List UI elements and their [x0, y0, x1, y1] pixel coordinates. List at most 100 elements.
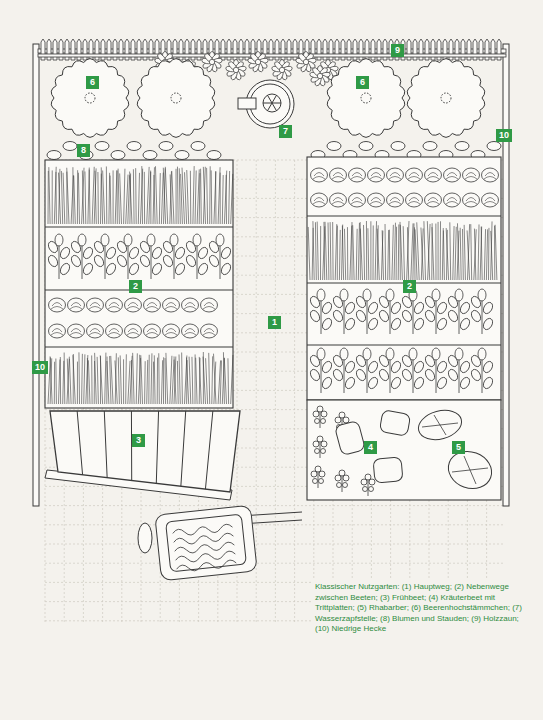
berry-bush — [137, 59, 215, 138]
herb-bed — [315, 449, 320, 454]
vegetables — [97, 172, 98, 224]
vegetables — [459, 376, 472, 390]
beds — [307, 344, 501, 345]
vegetables — [77, 170, 78, 224]
flowers — [279, 67, 284, 72]
vegetables — [317, 222, 318, 280]
herb-bed — [335, 417, 341, 423]
vegetables — [398, 224, 400, 280]
vegetables — [161, 360, 162, 404]
vegetables — [107, 361, 109, 404]
wheelbarrow — [155, 505, 257, 581]
vegetables — [118, 357, 119, 404]
vegetables — [89, 333, 101, 336]
vegetables — [330, 222, 332, 280]
vegetables — [482, 301, 495, 315]
herb-bed — [464, 456, 470, 470]
vegetables — [146, 333, 158, 336]
vegetables — [484, 177, 496, 180]
herb-bed — [315, 419, 320, 424]
vegetables — [73, 355, 75, 404]
vegetables — [332, 368, 345, 382]
water-tap — [238, 98, 256, 109]
vegetables — [415, 229, 417, 280]
perennials-row — [191, 142, 205, 151]
vegetables — [201, 298, 218, 312]
vegetables — [48, 171, 49, 224]
vegetables — [222, 175, 224, 224]
vegetables — [491, 231, 493, 280]
vegetables — [332, 202, 344, 205]
vegetables — [482, 168, 499, 182]
vegetables — [401, 368, 414, 382]
vegetables — [436, 301, 449, 315]
vegetables — [136, 353, 137, 404]
vegetables — [68, 324, 85, 338]
vegetables — [323, 222, 325, 280]
vegetables — [481, 227, 482, 280]
vegetables — [389, 177, 401, 180]
vegetables — [151, 262, 164, 276]
vegetables — [110, 356, 111, 404]
herb-bed — [363, 487, 368, 492]
vegetables — [349, 193, 366, 207]
cold-frame — [156, 411, 158, 483]
perennials-row — [391, 142, 405, 151]
vegetables — [184, 307, 196, 310]
vegetables — [428, 198, 438, 202]
vegetables — [88, 168, 89, 224]
vegetables — [177, 167, 179, 224]
vegetables — [125, 354, 127, 404]
vegetables — [332, 222, 333, 280]
water-tap — [272, 95, 277, 103]
vegetables — [47, 254, 60, 268]
vegetables — [321, 360, 334, 374]
vegetables — [110, 176, 112, 224]
vegetables — [81, 354, 83, 404]
vegetables — [381, 231, 382, 280]
vegetables — [133, 353, 134, 404]
vegetables — [191, 357, 193, 404]
wheelbarrow — [138, 505, 302, 581]
vegetables — [495, 225, 497, 280]
vegetables — [367, 376, 380, 390]
vegetables — [153, 167, 154, 224]
vegetables — [455, 348, 463, 360]
vegetables — [309, 368, 322, 382]
vegetables — [220, 173, 221, 224]
vegetables — [407, 221, 409, 280]
vegetables — [82, 246, 95, 260]
beds — [45, 226, 233, 227]
vegetables — [125, 324, 142, 338]
vegetables — [87, 324, 104, 338]
vegetables — [447, 198, 457, 202]
vegetables — [135, 168, 137, 224]
vegetables — [449, 222, 451, 280]
vegetables — [105, 353, 106, 404]
vegetables — [409, 173, 419, 177]
wooden-fence — [38, 54, 506, 57]
vegetables — [390, 376, 403, 390]
vegetables — [459, 301, 472, 315]
vegetables — [344, 376, 357, 390]
grid — [45, 524, 505, 525]
callout-number: 5 — [452, 441, 465, 454]
vegetables — [231, 355, 233, 404]
vegetables — [105, 262, 118, 276]
vegetables — [163, 324, 180, 338]
cold-frame — [104, 411, 107, 478]
vegetables — [91, 355, 92, 404]
callout-number: 2 — [403, 280, 416, 293]
vegetables — [211, 356, 213, 404]
vegetables — [231, 174, 233, 224]
herb-bed — [321, 441, 327, 447]
vegetables — [190, 171, 191, 224]
vegetables — [193, 166, 194, 224]
vegetables — [436, 376, 449, 390]
vegetables — [224, 171, 226, 224]
perennials-row — [175, 151, 189, 160]
vegetables — [196, 358, 197, 404]
vegetables — [147, 167, 149, 224]
herb-bed — [311, 406, 497, 496]
